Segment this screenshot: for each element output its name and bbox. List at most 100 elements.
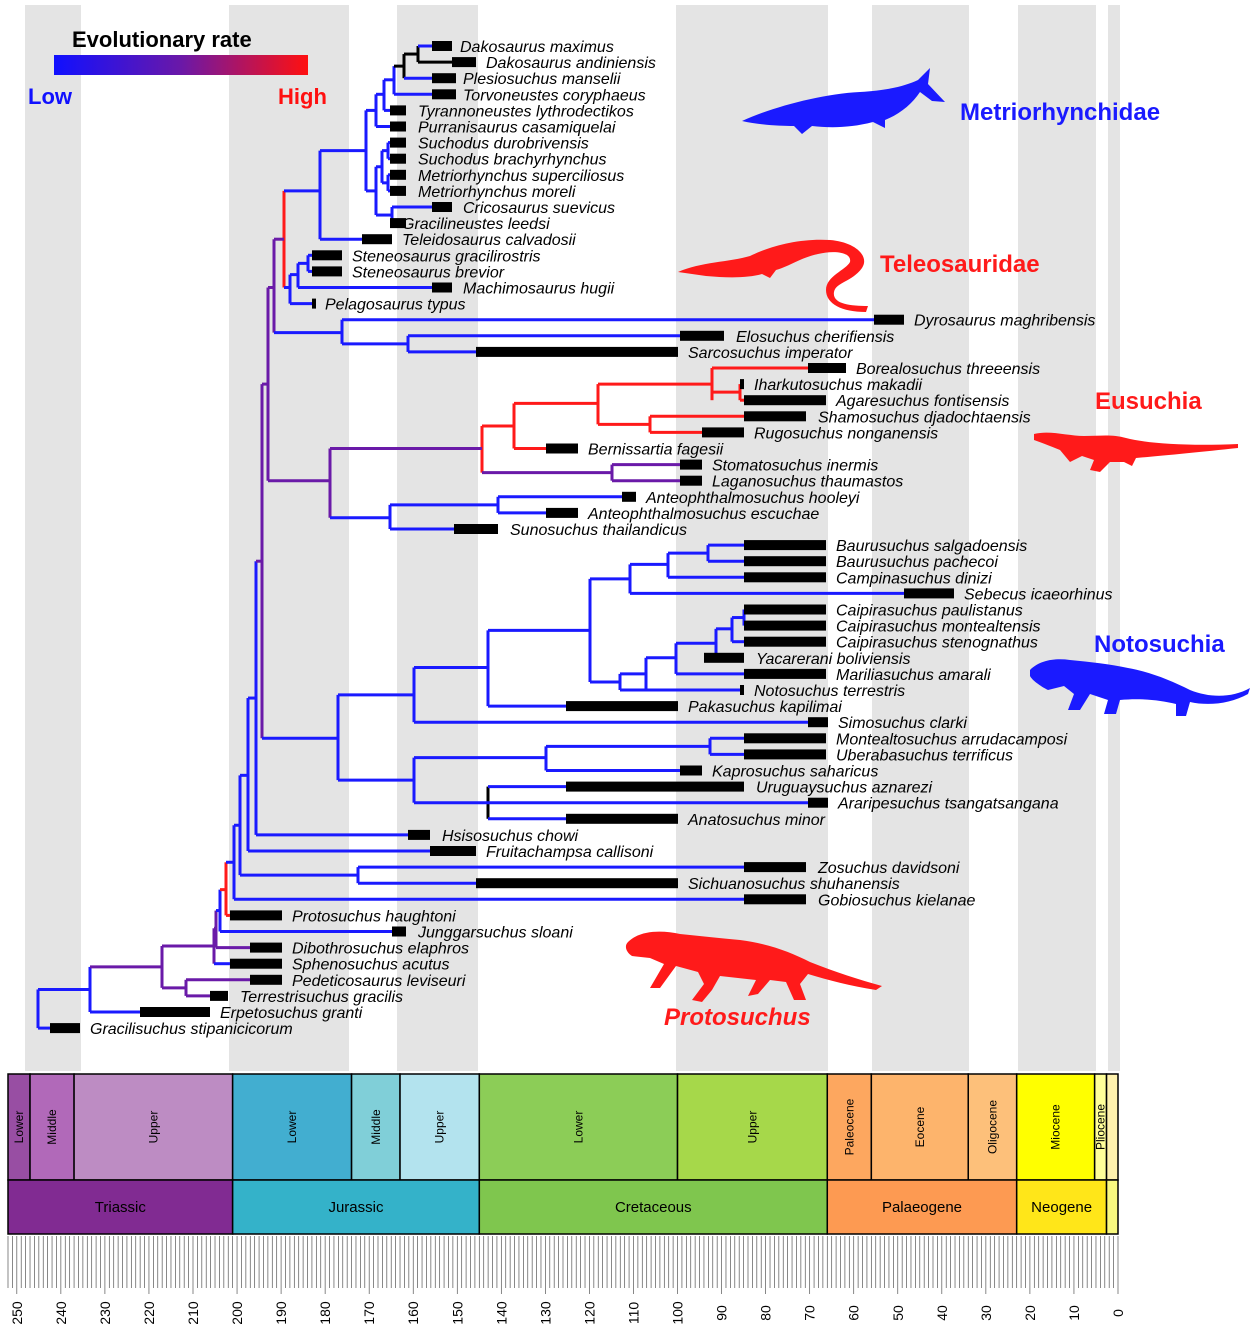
time-tick-label: 250 (9, 1301, 25, 1325)
epoch-label: Pliocene (1094, 1104, 1108, 1150)
range-bar (744, 620, 826, 631)
taxon-label: Dakosaurus maximus (460, 39, 614, 56)
period-label: Palaeogene (882, 1199, 962, 1216)
taxon-label: Dyrosaurus maghribensis (914, 313, 1095, 330)
clade-label-metriorhynchidae: Metriorhynchidae (960, 99, 1160, 126)
time-tick-label: 110 (625, 1302, 641, 1325)
time-tick-label: 180 (317, 1301, 333, 1325)
time-tick-label: 120 (581, 1301, 597, 1325)
range-bar (432, 282, 452, 293)
range-bar (250, 974, 282, 985)
range-bar (566, 781, 744, 792)
clade-label-notosuchia: Notosuchia (1094, 631, 1225, 658)
epoch-label: Upper (433, 1111, 447, 1144)
taxon-label: Suchodus brachyrhynchus (418, 152, 607, 169)
epoch-box (967, 1073, 1018, 1181)
range-bar (476, 346, 678, 357)
time-tick-label: 90 (714, 1305, 730, 1321)
taxon-label: Caipirasuchus montealtensis (836, 619, 1041, 636)
taxon-label: Metriorhynchus moreli (418, 184, 576, 201)
range-bar (740, 685, 744, 695)
taxon-label: Yacarerani boliviensis (756, 651, 910, 668)
taxon-label: Sichuanosuchus shuhanensis (688, 876, 900, 893)
range-bar (230, 958, 282, 969)
period-box (1105, 1179, 1119, 1235)
taxon-label: Gracilisuchus stipanicicorum (90, 1021, 293, 1038)
taxon-label: Stomatosuchus inermis (712, 458, 878, 475)
time-tick-label: 70 (802, 1305, 818, 1321)
range-bar (744, 862, 806, 873)
taxon-label: Erpetosuchus granti (220, 1005, 363, 1022)
range-bar (808, 797, 828, 808)
epoch-label: Lower (12, 1111, 26, 1144)
epoch-box (676, 1073, 829, 1181)
epoch-label: Lower (285, 1111, 299, 1144)
epoch-label: Upper (745, 1111, 759, 1144)
taxon-label: Elosuchus cherifiensis (736, 329, 894, 346)
taxon-label: Suchodus durobrivensis (418, 136, 589, 153)
legend-title: Evolutionary rate (72, 27, 252, 52)
range-bar (744, 636, 826, 647)
tree-branches (36, 44, 904, 1030)
epoch-label: Middle (45, 1109, 59, 1145)
range-bar (566, 813, 678, 824)
time-tick-label: 80 (758, 1305, 774, 1321)
range-bar (702, 427, 744, 438)
taxon-label: Tyrannoneustes lythrodectikos (418, 103, 634, 120)
taxon-label: Plesiosuchus manselii (463, 71, 621, 88)
range-bar (432, 202, 452, 212)
taxon-label: Caipirasuchus stenognathus (836, 635, 1038, 652)
time-tick-label: 10 (1066, 1305, 1082, 1321)
time-tick-label: 20 (1022, 1305, 1038, 1321)
taxon-label: Pedeticosaurus leviseuri (292, 973, 466, 990)
taxon-label: Terrestrisuchus gracilis (240, 989, 403, 1006)
taxon-label: Mariliasuchus amarali (836, 667, 991, 684)
range-bar (680, 330, 724, 341)
range-bar (430, 846, 476, 856)
range-bar (680, 765, 702, 776)
time-tick-label: 50 (890, 1305, 906, 1321)
range-bar (432, 89, 456, 100)
range-bar (744, 733, 826, 744)
taxon-label: Zosuchus davidsoni (817, 860, 960, 877)
taxon-label: Gracilineustes leedsi (402, 216, 550, 233)
taxon-label: Uberabasuchus terrificus (836, 747, 1013, 764)
taxon-label: Gobiosuchus kielanae (818, 892, 976, 909)
range-bar (390, 185, 406, 196)
epoch-label: Paleocene (842, 1098, 856, 1155)
taxon-label: Hsisosuchus chowi (442, 828, 579, 845)
range-bar (390, 169, 406, 180)
range-bar (312, 266, 342, 277)
time-tick-label: 100 (670, 1301, 686, 1325)
taxon-label: Dakosaurus andiniensis (486, 55, 656, 72)
range-bar (312, 298, 316, 309)
taxon-label: Sebecus icaeorhinus (964, 586, 1113, 603)
taxon-label: Laganosuchus thaumastos (712, 474, 903, 491)
notosuchian-silhouette (1030, 659, 1250, 716)
time-tick-label: 200 (229, 1301, 245, 1325)
taxon-label: Dibothrosuchus elaphros (292, 941, 469, 958)
range-bar (744, 556, 826, 567)
taxon-label: Steneosaurus brevior (352, 264, 505, 281)
taxon-label: Teleidosaurus calvadosii (402, 232, 576, 249)
epoch-label: Miocene (1049, 1104, 1063, 1150)
taxon-label: Baurusuchus salgadoensis (836, 538, 1027, 555)
range-bar (904, 588, 954, 599)
taxon-label: Protosuchus haughtoni (292, 908, 456, 925)
range-bar (454, 524, 498, 534)
range-bar (390, 153, 406, 164)
range-bar (476, 878, 678, 889)
range-bar (546, 443, 578, 454)
crocodile-silhouette (1034, 432, 1238, 472)
range-bar (744, 540, 826, 551)
range-bar (808, 363, 846, 373)
range-bar (390, 105, 406, 116)
range-bar (680, 459, 702, 470)
taxon-label: Borealosuchus threeensis (856, 361, 1040, 378)
taxon-label: Purranisaurus casamiquelai (418, 120, 616, 137)
rate-gradient-bar (54, 55, 308, 75)
taxon-label: Anatosuchus minor (687, 812, 826, 829)
taxon-label: Iharkutosuchus makadii (754, 377, 923, 394)
period-box (826, 1179, 1018, 1235)
range-bar (250, 942, 282, 953)
